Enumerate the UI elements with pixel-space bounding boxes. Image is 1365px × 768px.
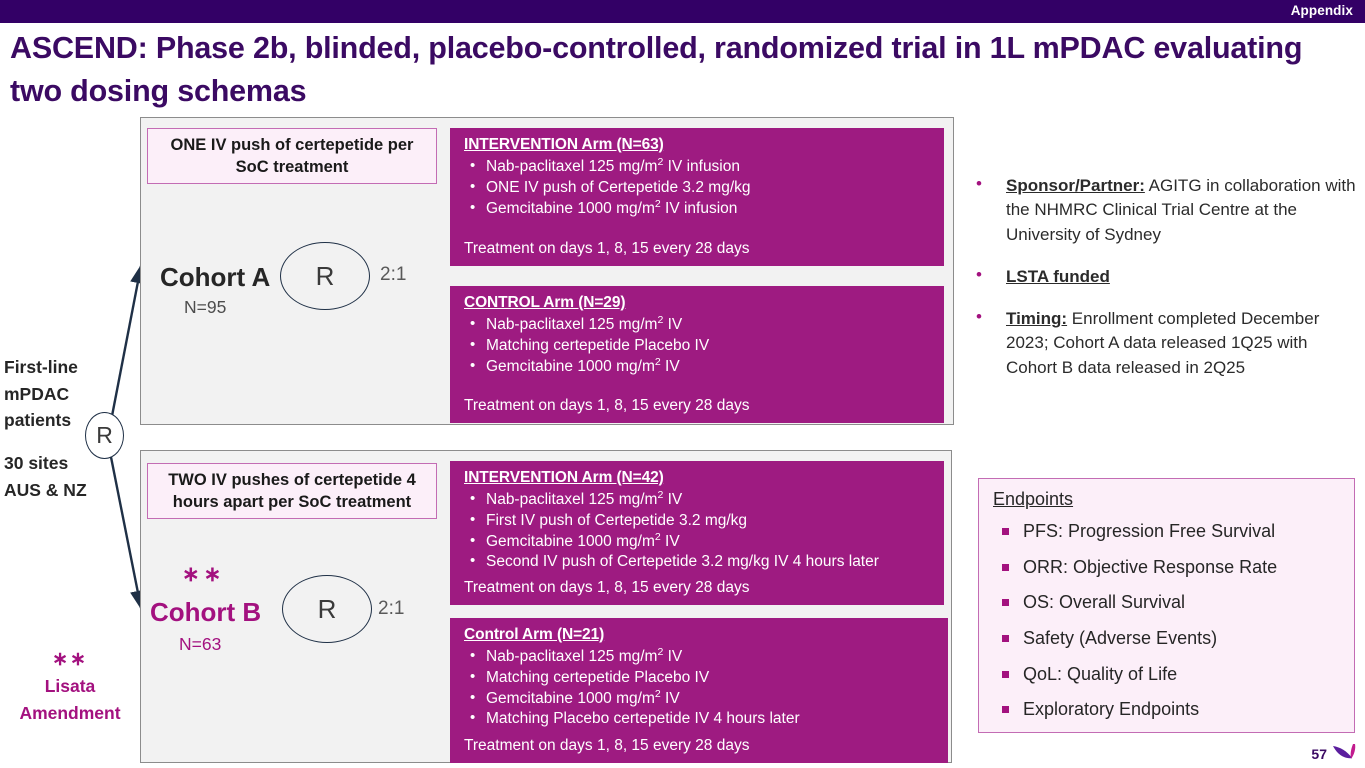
list-item: Gemcitabine 1000 mg/m2 IV bbox=[464, 688, 938, 710]
endpoints-heading: Endpoints bbox=[993, 489, 1074, 509]
appendix-label: Appendix bbox=[1290, 3, 1353, 18]
list-item: Sponsor/Partner: AGITG in collaboration … bbox=[968, 172, 1358, 247]
endpoint-item: OS: Overall Survival bbox=[993, 585, 1340, 621]
list-item: Gemcitabine 1000 mg/m2 IV bbox=[464, 531, 934, 553]
arm-title: Control Arm (N=21) bbox=[464, 626, 605, 643]
list-item: Nab-paclitaxel 125 mg/m2 IV bbox=[464, 489, 934, 511]
list-item: Gemcitabine 1000 mg/m2 IV infusion bbox=[464, 198, 934, 220]
cohort-b-intervention-arm: INTERVENTION Arm (N=42) Nab-paclitaxel 1… bbox=[450, 461, 944, 605]
arm-title: INTERVENTION Arm (N=63) bbox=[464, 136, 664, 153]
cohort-a-schema-note: ONE IV push of certepetide per SoC treat… bbox=[147, 128, 437, 184]
list-item: Nab-paclitaxel 125 mg/m2 IV bbox=[464, 646, 938, 668]
randomization-circle-cohort-a: R bbox=[280, 242, 370, 310]
list-item: Matching certepetide Placebo IV bbox=[464, 335, 934, 357]
list-item: Second IV push of Certepetide 3.2 mg/kg … bbox=[464, 551, 934, 573]
cohort-b-allocation-ratio: 2:1 bbox=[378, 598, 405, 619]
endpoint-item: QoL: Quality of Life bbox=[993, 657, 1340, 693]
endpoint-item: ORR: Objective Response Rate bbox=[993, 550, 1340, 586]
list-item: ONE IV push of Certepetide 3.2 mg/kg bbox=[464, 177, 934, 199]
endpoints-card: Endpoints PFS: Progression Free Survival… bbox=[978, 478, 1355, 733]
cohort-b-control-arm: Control Arm (N=21) Nab-paclitaxel 125 mg… bbox=[450, 618, 948, 763]
first-line-patients-label: First-line mPDAC patients bbox=[4, 357, 78, 431]
endpoint-item: PFS: Progression Free Survival bbox=[993, 514, 1340, 550]
sites-label: 30 sites AUS & NZ bbox=[4, 453, 87, 500]
lisata-line1: Lisata bbox=[44, 675, 96, 696]
list-item: First IV push of Certepetide 3.2 mg/kg bbox=[464, 510, 934, 532]
cohort-a-control-arm: CONTROL Arm (N=29) Nab-paclitaxel 125 mg… bbox=[450, 286, 944, 423]
randomization-circle-cohort-b: R bbox=[282, 575, 372, 643]
brand-logo-icon bbox=[1333, 744, 1356, 759]
page-title: ASCEND: Phase 2b, blinded, placebo-contr… bbox=[10, 31, 1303, 109]
arm-bullet-list: Nab-paclitaxel 125 mg/m2 IVFirst IV push… bbox=[464, 489, 934, 573]
endpoint-item: Exploratory Endpoints bbox=[993, 692, 1340, 728]
info-lead: Timing: bbox=[1006, 309, 1068, 329]
lisata-amendment-note: ∗∗ Lisata Amendment bbox=[6, 649, 134, 727]
cohort-b-sample-size: N=63 bbox=[179, 634, 222, 654]
arm-treatment-schedule: Treatment on days 1, 8, 15 every 28 days bbox=[464, 737, 750, 754]
cohort-a-sample-size: N=95 bbox=[184, 297, 227, 317]
arm-bullet-list: Nab-paclitaxel 125 mg/m2 IV infusionONE … bbox=[464, 156, 934, 220]
list-item: Nab-paclitaxel 125 mg/m2 IV infusion bbox=[464, 156, 934, 178]
list-item: Gemcitabine 1000 mg/m2 IV bbox=[464, 356, 934, 378]
arm-treatment-schedule: Treatment on days 1, 8, 15 every 28 days bbox=[464, 397, 750, 414]
info-text: Enrollment completed December 2023; Coho… bbox=[1006, 309, 1320, 377]
list-item: Matching Placebo certepetide IV 4 hours … bbox=[464, 708, 938, 730]
arm-title: CONTROL Arm (N=29) bbox=[464, 294, 626, 311]
cohort-a-allocation-ratio: 2:1 bbox=[380, 264, 407, 285]
cohort-a-intervention-arm: INTERVENTION Arm (N=63) Nab-paclitaxel 1… bbox=[450, 128, 944, 266]
arm-bullet-list: Nab-paclitaxel 125 mg/m2 IVMatching cert… bbox=[464, 646, 938, 730]
cohort-a-name: Cohort A bbox=[160, 262, 271, 292]
endpoint-item: Safety (Adverse Events) bbox=[993, 621, 1340, 657]
list-item: LSTA funded bbox=[968, 263, 1358, 289]
list-item: Matching certepetide Placebo IV bbox=[464, 667, 938, 689]
info-lead: Sponsor/Partner: bbox=[1006, 176, 1145, 195]
cohort-b-name: Cohort B bbox=[150, 597, 262, 627]
trial-info-list: Sponsor/Partner: AGITG in collaboration … bbox=[968, 172, 1358, 398]
arm-title: INTERVENTION Arm (N=42) bbox=[464, 469, 664, 486]
lisata-stars: ∗∗ bbox=[52, 649, 88, 670]
arm-treatment-schedule: Treatment on days 1, 8, 15 every 28 days bbox=[464, 240, 750, 257]
cohort-b-schema-note: TWO IV pushes of certepetide 4 hours apa… bbox=[147, 463, 437, 519]
arm-treatment-schedule: Treatment on days 1, 8, 15 every 28 days bbox=[464, 579, 750, 596]
list-item: Nab-paclitaxel 125 mg/m2 IV bbox=[464, 314, 934, 336]
info-text: AGITG in collaboration with the NHMRC Cl… bbox=[1006, 176, 1356, 244]
cohort-b-stars: ∗∗ bbox=[182, 563, 226, 586]
appendix-header-bar bbox=[0, 0, 1365, 23]
info-lead: LSTA funded bbox=[1006, 266, 1110, 286]
page-number: 57 bbox=[1311, 746, 1327, 762]
arm-bullet-list: Nab-paclitaxel 125 mg/m2 IVMatching cert… bbox=[464, 314, 934, 378]
randomization-circle-main: R bbox=[85, 412, 124, 459]
list-item: Timing: Enrollment completed December 20… bbox=[968, 305, 1358, 380]
lisata-line2: Amendment bbox=[19, 703, 121, 724]
